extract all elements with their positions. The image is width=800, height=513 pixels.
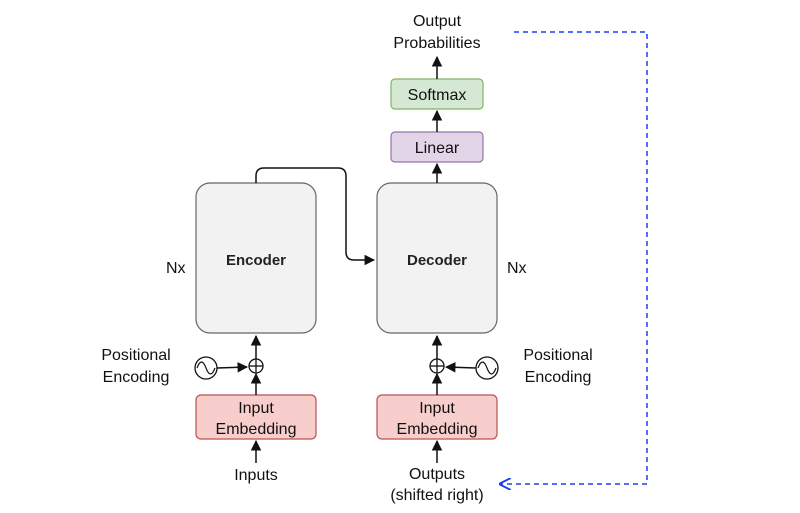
encoder-column: Encoder Nx Input Embedding Inputs Positi… — [101, 182, 317, 484]
encoder-add-icon — [248, 358, 264, 374]
decoder-positional-line2: Encoding — [525, 369, 592, 386]
encoder-positional-arrow — [216, 362, 249, 373]
encoder-sine-wave-icon — [194, 356, 218, 380]
output-head: Linear Softmax Output Probabilities — [390, 13, 484, 183]
feedback-loop-connector — [500, 31, 648, 484]
decoder-label: Decoder — [407, 252, 467, 269]
encoder-embedding-line2: Embedding — [216, 421, 297, 438]
decoder-embedding-line1: Input — [419, 400, 455, 417]
decoder-add-icon — [429, 358, 445, 374]
decoder-sine-wave-icon — [475, 356, 499, 380]
encoder-repeat-label: Nx — [166, 260, 186, 277]
encoder-positional-line1: Positional — [101, 347, 170, 364]
output-label-line1: Output — [413, 13, 462, 30]
softmax-label: Softmax — [408, 87, 467, 104]
decoder-positional-arrow — [444, 362, 477, 373]
encoder-embedding-line1: Input — [238, 400, 274, 417]
decoder-column: Decoder Nx Input Embedding Outputs (shif… — [376, 182, 593, 504]
decoder-embedding-line2: Embedding — [397, 421, 478, 438]
decoder-positional-line1: Positional — [523, 347, 592, 364]
decoder-outputs-line2: (shifted right) — [390, 487, 483, 504]
encoder-inputs-label: Inputs — [234, 467, 278, 484]
encoder-label: Encoder — [226, 252, 286, 269]
output-label-line2: Probabilities — [393, 35, 480, 52]
decoder-outputs-line1: Outputs — [409, 466, 465, 483]
encoder-to-decoder-connector — [255, 167, 376, 266]
decoder-repeat-label: Nx — [507, 260, 527, 277]
encoder-positional-line2: Encoding — [103, 369, 170, 386]
linear-label: Linear — [415, 140, 460, 157]
